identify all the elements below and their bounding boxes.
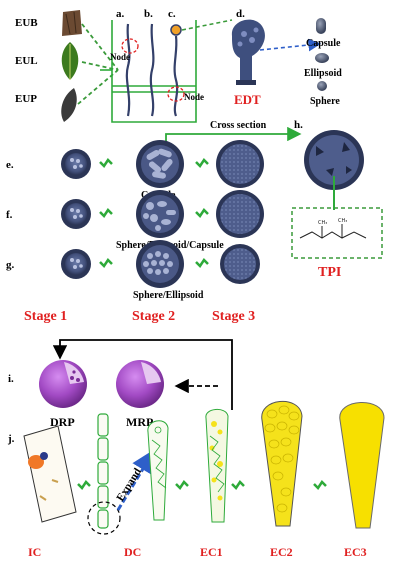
node-circle-1: [121, 38, 139, 54]
sample-peel-image: [61, 88, 77, 122]
stage-label-1: Stage 1: [24, 309, 67, 324]
panel-label-b: b.: [144, 8, 153, 20]
shape-arrow: [259, 38, 322, 52]
stage-label-2: Stage 2: [132, 309, 175, 324]
node-circle-2: [167, 86, 185, 102]
edt-label: EDT: [234, 92, 261, 107]
panel-label-e: e.: [6, 159, 14, 171]
svg-text:CH₃: CH₃: [318, 220, 327, 226]
fibre-bracket: [100, 20, 197, 123]
row-e-arrow-2: [195, 158, 209, 168]
panel-label-f: f.: [6, 209, 13, 221]
ic-to-dc-arrow: [77, 480, 91, 490]
dc-expanded-tube: [147, 420, 169, 521]
row-g-stage2-disc: [136, 240, 184, 288]
dc-zoom-circle: [87, 501, 121, 535]
dc-cell-chain: [97, 413, 109, 529]
sample-label-eub: EUB: [15, 17, 38, 29]
fibre-strand-b: [149, 23, 155, 117]
svg-text:CH₃: CH₃: [338, 218, 347, 224]
tpi-box: CH₃ CH₃: [291, 207, 383, 259]
shape-label-sphere: Sphere: [310, 96, 340, 107]
panel-label-j: j.: [7, 433, 15, 445]
row-f-stage3-disc: [216, 190, 264, 238]
panel-label-c: c.: [168, 8, 176, 20]
ic-cell: [23, 425, 77, 523]
capsule-shape: [316, 18, 326, 34]
cell-label-ec3: EC3: [344, 545, 367, 559]
row-f-stage1-disc: [61, 199, 91, 229]
panel-label-g: g.: [6, 259, 15, 271]
sample-leaf-image: [61, 42, 79, 80]
ec1-to-ec2-arrow: [231, 480, 245, 490]
edt-connector: [181, 19, 233, 31]
cell-label-dc: DC: [124, 545, 141, 559]
row-e-stage3-disc: [216, 140, 264, 188]
expand-arrow: [116, 448, 156, 511]
ec3-tube: [339, 402, 385, 529]
row-e-stage2-disc: [136, 140, 184, 188]
ellipsoid-shape: [315, 53, 329, 63]
node-label-1: Node: [110, 52, 130, 62]
row-e-arrow-1: [99, 158, 113, 168]
row-f-arrow-2: [195, 208, 209, 218]
stage-label-3: Stage 3: [212, 309, 255, 324]
dc-to-ec1-arrow: [175, 480, 189, 490]
edt-structure: [231, 19, 265, 85]
shape-label-capsule: Capsule: [306, 38, 341, 49]
panel-label-a: a.: [116, 8, 125, 20]
h-cross-section-disc: [304, 130, 364, 190]
ec1-tube: [205, 409, 229, 523]
node-label-2: Node: [184, 92, 204, 102]
sample-label-eup: EUP: [15, 93, 37, 105]
row-g-arrow-2: [195, 258, 209, 268]
row-g-particle-label: Sphere/Ellipsoid: [133, 290, 204, 301]
sample-label-eul: EUL: [15, 55, 38, 67]
cell-label-ic: IC: [28, 545, 41, 559]
drp-sphere: [39, 360, 87, 408]
tpi-label: TPI: [318, 265, 341, 280]
drp-label: DRP: [50, 415, 75, 429]
row-g-stage3-disc: [220, 244, 260, 284]
cell-label-ec2: EC2: [270, 545, 293, 559]
mrp-sphere: [116, 360, 164, 408]
fibre-strand-a: [125, 23, 131, 117]
row-g-stage1-disc: [61, 249, 91, 279]
ec2-tube: [261, 401, 303, 527]
row-e-stage1-disc: [61, 149, 91, 179]
sphere-shape: [317, 81, 327, 91]
row-f-stage2-disc: [136, 190, 184, 238]
row-f-arrow-1: [99, 208, 113, 218]
row-g-arrow-1: [99, 258, 113, 268]
cell-label-ec1: EC1: [200, 545, 223, 559]
strand-tip: [170, 24, 182, 36]
ec2-to-ec3-arrow: [313, 480, 327, 490]
panel-label-i: i.: [8, 373, 14, 385]
panel-label-h: h.: [294, 119, 303, 131]
cross-section-label: Cross section: [210, 120, 267, 131]
panel-label-d: d.: [236, 8, 245, 20]
sample-bark-image: [62, 10, 82, 36]
fibre-strand-c: [173, 35, 179, 117]
drp-feedback-arrow: [52, 339, 233, 410]
shape-label-ellipsoid: Ellipsoid: [304, 68, 342, 79]
expand-label: Expand: [114, 466, 144, 503]
mrp-label: MRP: [126, 415, 153, 429]
